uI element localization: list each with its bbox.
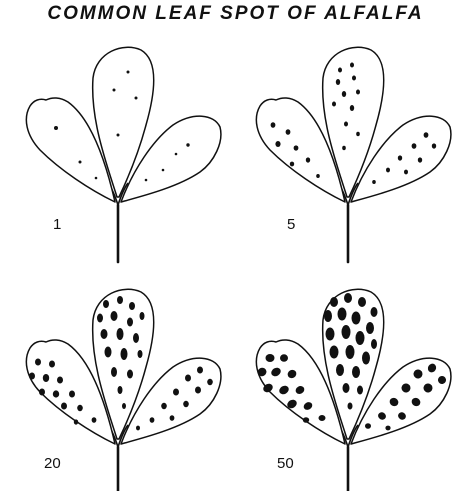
severity-label-1: 1 bbox=[53, 216, 61, 233]
severity-label-20: 20 bbox=[44, 455, 61, 472]
severity-label-5: 5 bbox=[287, 216, 295, 233]
severity-label-50: 50 bbox=[277, 455, 294, 472]
leaf-panel-5 bbox=[256, 47, 451, 262]
